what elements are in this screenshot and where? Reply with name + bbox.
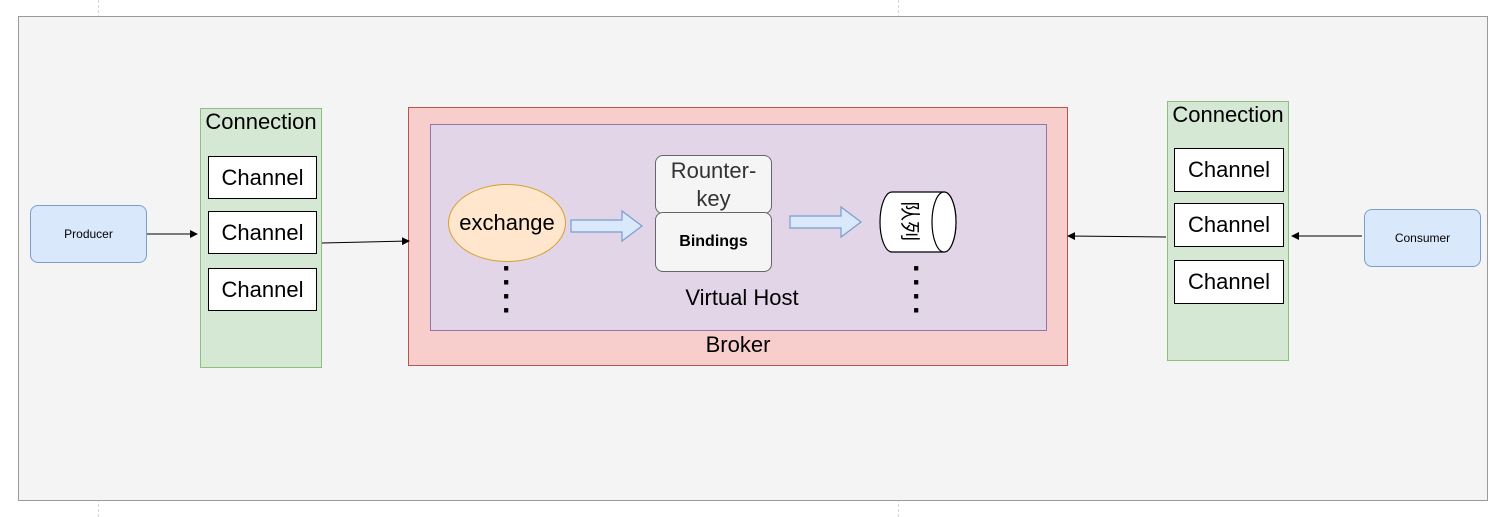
bindings-to-queue-arrow-icon	[789, 205, 862, 239]
bindings-box[interactable]: Bindings	[655, 212, 772, 272]
queue-node[interactable]: 队列	[876, 191, 958, 253]
right-connection-title: Connection	[1172, 102, 1284, 127]
left-channel-1[interactable]: Channel	[208, 156, 317, 199]
routing-key-line-1: Rounter-	[670, 157, 757, 183]
right-channel-2[interactable]: Channel	[1174, 203, 1284, 247]
left-connection-title: Connection	[205, 109, 317, 134]
left-connection[interactable]: Connection Channel Channel Channel	[200, 108, 322, 368]
connection-to-broker-arrow	[321, 237, 410, 246]
bindings-label: Bindings	[679, 233, 748, 250]
routing-key-line-2: key	[696, 185, 731, 211]
left-channel-3[interactable]: Channel	[208, 268, 317, 311]
routing-key-box[interactable]: Rounter- key	[655, 155, 772, 214]
queue-more-dots: ····	[912, 252, 922, 327]
broker-label: Broker	[705, 332, 771, 357]
producer-node[interactable]: Producer	[30, 205, 147, 263]
consumer-label: Consumer	[1394, 231, 1451, 245]
right-channel-1[interactable]: Channel	[1174, 148, 1284, 192]
exchange-label: exchange	[459, 210, 555, 235]
queue-cylinder-icon	[879, 191, 957, 253]
producer-label: Producer	[64, 227, 113, 241]
exchange-more-dots: ····	[502, 252, 512, 327]
virtual-host-label: Virtual Host	[685, 285, 799, 310]
exchange-to-bindings-arrow-icon	[570, 209, 643, 243]
right-connection[interactable]: Connection Channel Channel Channel	[1167, 101, 1289, 361]
exchange-node[interactable]: exchange	[448, 184, 566, 262]
connection-to-broker-arrow-right	[1067, 232, 1167, 241]
consumer-node[interactable]: Consumer	[1364, 209, 1481, 267]
left-channel-2[interactable]: Channel	[208, 211, 317, 254]
right-channel-3[interactable]: Channel	[1174, 260, 1284, 304]
